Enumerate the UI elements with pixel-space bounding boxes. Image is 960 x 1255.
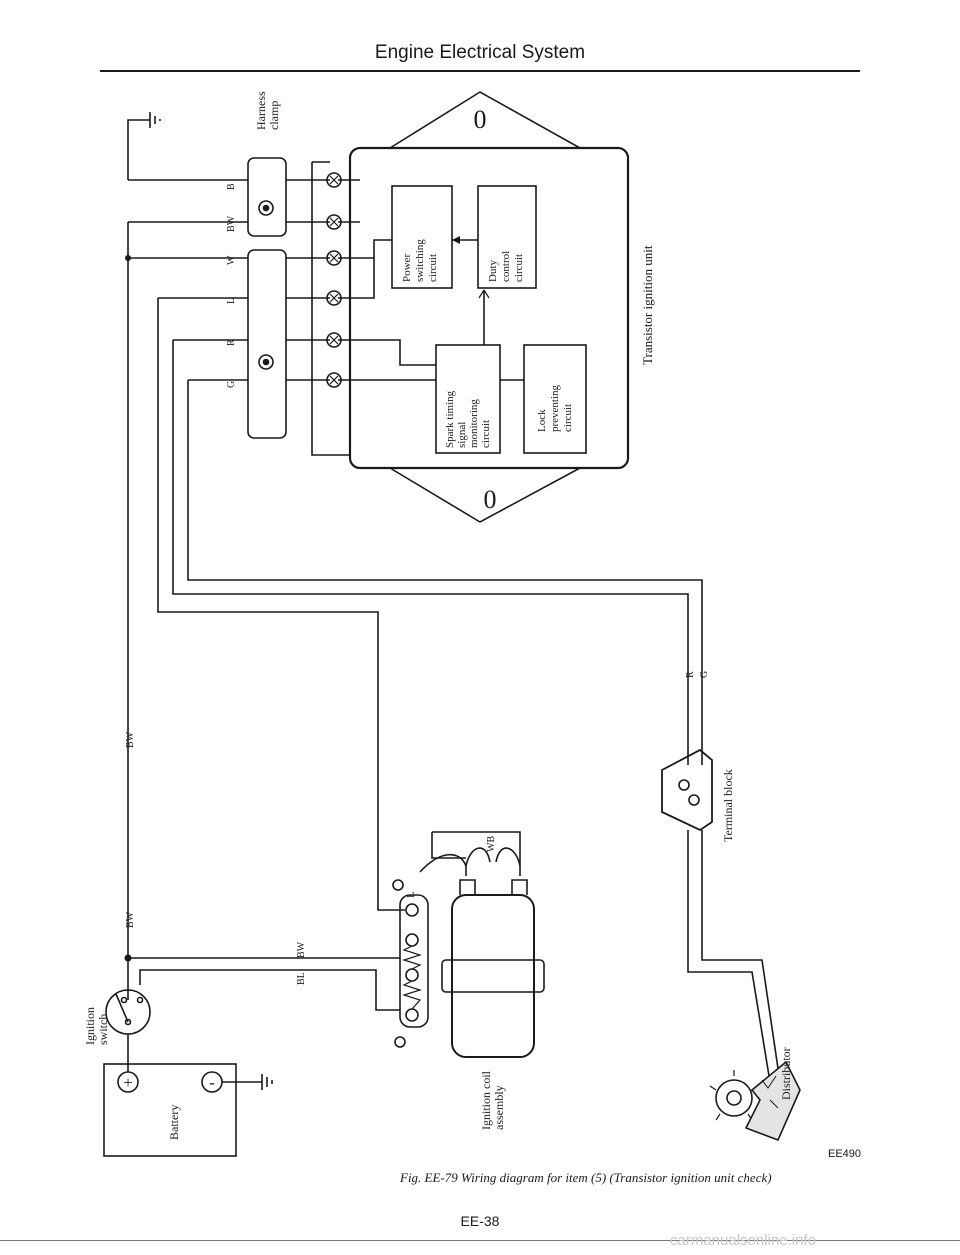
power-switching-circuit-box: Power switching circuit [391,185,453,289]
ignition-coil-assembly [419,831,545,1058]
lock-preventing-label-2: preventing [549,384,561,432]
terminal-block [661,748,713,832]
mounting-hole-top: 0 [474,105,487,134]
distributor-label: Distributor [779,1047,793,1100]
spark-timing-label-2: signal [456,422,468,448]
battery-plus-sign: + [123,1073,133,1092]
wire-l-to-coil [157,298,405,911]
header-rule [100,70,860,72]
battery-minus-sign: - [209,1073,215,1092]
spark-timing-circuit-box: Spark timing signal monitoring circuit [435,344,501,454]
wire-label-r-lower: R [685,671,696,678]
lock-preventing-circuit-box: Lock preventing circuit [523,344,587,454]
duty-control-label-3: circuit [513,254,525,282]
distributor [709,1060,801,1142]
wire-label-w: W [226,255,237,265]
bw-wire-label-lower: BW [125,911,136,928]
spark-timing-label-3: monitoring [468,399,480,448]
terminal-block-label: Terminal block [721,769,735,842]
wire-label-l: L [226,298,237,304]
ignition-switch-label-2: switch [96,1014,110,1045]
transistor-ignition-unit: 0 0 [348,91,630,523]
footer-rule [0,1240,960,1241]
ground-symbol-top [127,112,161,180]
mounting-flange-bottom [389,467,581,523]
wire-g-to-terminal [187,380,703,765]
duty-control-label-2: control [500,251,512,282]
splice-dot-top [125,255,131,261]
wire-label-r: R [226,339,237,346]
harness-to-unit-wires [286,161,350,456]
mounting-hole-bottom: 0 [484,485,497,514]
lock-preventing-label-1: Lock [536,409,548,432]
wire-label-g-lower: G [699,671,710,678]
harness-connector-lower [247,249,287,439]
figure-caption: Fig. EE-79 Wiring diagram for item (5) (… [400,1170,772,1185]
wire-terminal-to-distributor [687,830,781,1083]
ignition-switch-label-1: Ignition [83,1007,97,1045]
transistor-unit-label: Transistor ignition unit [640,245,655,365]
duty-control-circuit-box: Duty control circuit [477,185,537,289]
page-header-title: Engine Electrical System [374,42,586,63]
harness-connector-upper [247,157,287,237]
unit-internal-wiring [338,179,524,381]
wire-label-bw: BW [226,215,237,232]
watermark[interactable]: carmanualsonline.info [670,1232,816,1249]
ignition-coil-label-1: Ignition coil [479,1070,493,1130]
battery [103,1034,273,1157]
coil-wire-wb-label: WB [486,836,497,852]
mounting-flange-top [389,91,581,149]
bw-wire-label-upper: BW [125,731,136,748]
spark-timing-label-4: circuit [480,420,492,448]
harness-clamp-label-line2: clamp [267,101,281,130]
lock-preventing-label-3: circuit [562,404,574,432]
coil-wire-bl-label: BL [296,972,307,985]
power-switching-label-3: circuit [427,254,439,282]
wire-label-b: B [226,183,237,190]
figure-code: EE490 [828,1148,862,1160]
power-switching-label-1: Power [401,254,413,282]
page-number: EE-38 [460,1213,500,1229]
wire-label-g: G [226,381,237,388]
unit-terminals [326,172,342,388]
spark-timing-label-1: Spark timing [444,390,456,448]
ignition-coil-label-2: assembly [492,1085,506,1130]
harness-clamp-label-line1: Harness [254,91,268,130]
duty-control-label-1: Duty [487,260,499,283]
wire-r-to-terminal [172,340,689,765]
wire-bl-to-coil [139,969,400,1011]
coil-wire-bw-label: BW [296,941,307,958]
coil-resistor-plate [392,879,429,1048]
power-switching-label-2: switching [414,239,426,282]
battery-label: Battery [167,1105,181,1140]
